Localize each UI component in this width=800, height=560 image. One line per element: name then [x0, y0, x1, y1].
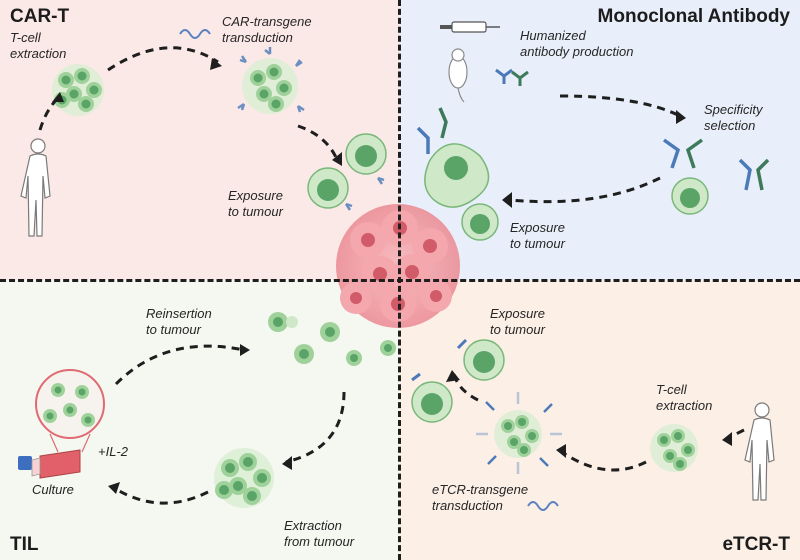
monoclonal-antibody-title: Monoclonal Antibody [597, 6, 790, 27]
transduced-tcell-cluster-icon [237, 47, 305, 114]
til-cluster-icon [214, 448, 274, 508]
etcr-transduced-cluster-icon [476, 392, 562, 474]
reinserted-tcells-icon [268, 312, 396, 366]
antibody-cluster-icon [662, 138, 770, 191]
magnifier-icon [35, 369, 105, 453]
horizontal-divider [0, 279, 800, 282]
car-tcell-icon [307, 133, 387, 211]
dna-strand-icon [179, 29, 211, 39]
tcell-cluster-icon [52, 64, 104, 116]
arrow-mab-exposure [509, 176, 661, 204]
human-silhouette-icon [744, 402, 775, 501]
mouse-icon [448, 48, 468, 103]
workflow-arrows [38, 46, 745, 505]
dna-strand-icon [527, 501, 559, 511]
til-culture-label: Culture [32, 482, 74, 497]
etcr-t-title: eTCR-T [722, 534, 790, 555]
human-silhouette-icon [20, 138, 51, 237]
culture-flask-icon [18, 449, 81, 479]
antibody-bound-cell-icon [416, 107, 490, 208]
tumour-mass-icon [336, 204, 460, 328]
etcr-bound-tcell-icon [411, 338, 505, 423]
target-tcell-icon [461, 203, 499, 241]
arrow-car-exposure [297, 124, 340, 163]
selected-bcell-icon [671, 177, 709, 215]
arrow-mab-selection [559, 94, 681, 118]
arrow-car-transduction [107, 46, 219, 72]
etcr-t-panel [400, 280, 800, 560]
syringe-icon [440, 21, 500, 33]
arrowheads [52, 58, 732, 494]
til-title: TIL [10, 534, 39, 555]
arrow-etcr-transduction [561, 450, 647, 472]
arrow-til-extraction [285, 391, 346, 464]
til-il2-label: +IL-2 [98, 444, 128, 459]
free-antibody-icon [495, 68, 529, 86]
arrow-car-extraction [38, 96, 60, 131]
arrow-til-reinsertion [114, 344, 245, 386]
arrow-til-culture [113, 486, 209, 505]
car-t-title: CAR-T [10, 6, 70, 27]
etcr-tcell-cluster-icon [650, 424, 698, 472]
car-t-panel [0, 0, 400, 280]
